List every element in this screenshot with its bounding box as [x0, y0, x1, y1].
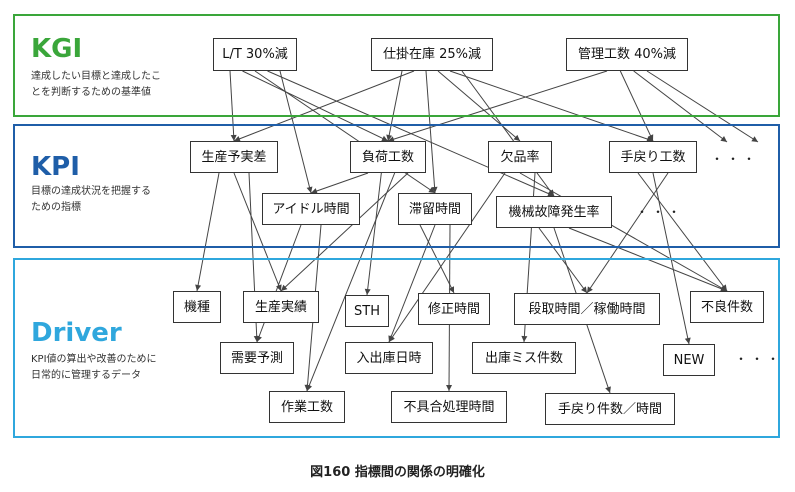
edge-mgmt-rework	[619, 70, 654, 142]
edge-mgmt-e2	[646, 70, 759, 143]
edge-rework-defect	[637, 172, 728, 292]
arrowhead-mgmt-rework	[647, 134, 654, 141]
driver-title: Driver	[31, 318, 122, 348]
node-mgmt-40-reduction: 管理工数 40%減	[566, 38, 688, 71]
node-rework-count-time: 手戻り件数／時間	[545, 393, 675, 425]
arrowhead-load-actual	[281, 284, 288, 291]
node-inout-datetime: 入出庫日時	[345, 342, 433, 374]
arrowhead-mgmt-e1	[720, 135, 727, 142]
driver-band: Driver KPI値の算出や改善のために 日常的に管理するデータ	[13, 258, 780, 438]
edge-load-sth	[366, 172, 382, 296]
arrowhead-wip-stay	[431, 186, 438, 193]
node-lt-30-reduction: L/T 30%減	[213, 38, 297, 71]
arrowhead-stay-inout	[388, 335, 394, 342]
edge-shortage-inout	[388, 172, 506, 343]
node-shipping-miss-count: 出庫ミス件数	[472, 342, 576, 374]
edge-lt-load	[242, 70, 389, 142]
arrowhead-idle-demand	[256, 335, 262, 342]
arrowhead-failure-rework_cnt	[605, 386, 611, 393]
edge-wip-plan_gap	[233, 70, 415, 142]
arrowhead-idle-work	[304, 384, 311, 391]
node-wip-25-reduction: 仕掛在庫 25%減	[371, 38, 493, 71]
node-failure-rate: 機械故障発生率	[496, 196, 612, 228]
arrowhead-lt-plan_gap	[230, 134, 237, 141]
arrowhead-wip-plan_gap	[234, 136, 241, 142]
node-sth: STH	[345, 295, 389, 327]
node-fix-time: 修正時間	[418, 293, 490, 325]
kgi-title: KGI	[31, 34, 83, 64]
node-setup-operation-time: 段取時間／稼働時間	[514, 293, 660, 325]
kpi-title: KPI	[31, 152, 80, 182]
arrowhead-rework-setup	[587, 286, 593, 293]
arrowhead-lt-load	[381, 135, 388, 142]
node-idle-time: アイドル時間	[262, 193, 360, 225]
node-model: 機種	[173, 291, 221, 323]
driver-description: KPI値の算出や改善のために 日常的に管理するデータ	[31, 354, 157, 381]
kgi-band: KGI 達成したい目標と達成したこ とを判断するための基準値	[13, 14, 780, 117]
arrowhead-mgmt-load	[388, 136, 395, 143]
node-defect-count: 不良件数	[690, 291, 764, 323]
edge-wip-failure	[461, 70, 555, 197]
edge-load-actual	[280, 172, 409, 292]
edge-wip-load	[387, 70, 403, 142]
edge-lt-idle	[279, 70, 312, 194]
edge-plan_gap-actual	[233, 172, 282, 292]
edge-wip-rework	[449, 70, 654, 142]
node-nonconformance-time: 不具合処理時間	[391, 391, 507, 423]
arrowhead-load-sth	[364, 288, 371, 295]
node-rework-hours: 手戻り工数	[609, 141, 697, 173]
kpi-ellipsis-2: ・・・	[636, 205, 685, 219]
node-load-hours: 負荷工数	[350, 141, 426, 173]
arrowhead-shortage-shipmiss	[521, 335, 528, 342]
arrowhead-failure-defect	[720, 285, 727, 292]
arrowhead-load-idle	[311, 188, 318, 194]
arrowhead-rework-new	[684, 337, 691, 344]
figure-caption: 図160 指標間の関係の明確化	[310, 465, 485, 480]
edge-stay-inout	[388, 224, 436, 343]
edge-failure-setup	[538, 227, 588, 294]
kpi-band: KPI 目標の達成状況を把握する ための指標	[13, 124, 780, 248]
edge-lt-plan_gap	[229, 70, 235, 142]
edge-wip-shortage	[437, 70, 521, 142]
arrowhead-wip-shortage	[513, 134, 520, 141]
kgi-description: 達成したい目標と達成したこ とを判断するための基準値	[31, 71, 161, 98]
node-production-actual: 生産実績	[243, 291, 319, 323]
arrowhead-mgmt-e2	[751, 136, 758, 142]
arrowhead-stay-ncr	[446, 384, 453, 391]
edge-shortage-defect	[519, 172, 728, 292]
edge-plan_gap-model	[196, 172, 220, 292]
arrowhead-lt-idle	[306, 186, 313, 193]
arrowhead-lt-stay	[428, 187, 435, 193]
kpi-ellipsis-1: ・・・	[711, 152, 760, 166]
arrowhead-stay-fix	[448, 286, 454, 293]
edge-load-idle	[310, 172, 369, 194]
node-new: NEW	[663, 344, 715, 376]
arrowhead-wip-rework	[646, 136, 653, 142]
edge-load-work	[306, 172, 396, 392]
arrowhead-wip-load	[386, 134, 393, 141]
kpi-description: 目標の達成状況を把握する ための指標	[31, 186, 151, 213]
edge-wip-stay	[425, 70, 436, 194]
edge-rework-setup	[586, 172, 669, 294]
node-plan-gap: 生産予実差	[190, 141, 278, 173]
node-shortage-rate: 欠品率	[488, 141, 552, 173]
arrowhead-plan_gap-model	[195, 284, 202, 291]
edge-mgmt-e1	[633, 70, 728, 143]
driver-ellipsis: ・・・	[735, 352, 784, 366]
node-stay-time: 滞留時間	[398, 193, 472, 225]
node-work-hours: 作業工数	[269, 391, 345, 423]
node-demand-forecast: 需要予測	[220, 342, 294, 374]
arrowhead-failure-setup	[581, 286, 587, 293]
arrowhead-plan_gap-actual	[275, 284, 282, 291]
edge-mgmt-load	[387, 70, 608, 142]
